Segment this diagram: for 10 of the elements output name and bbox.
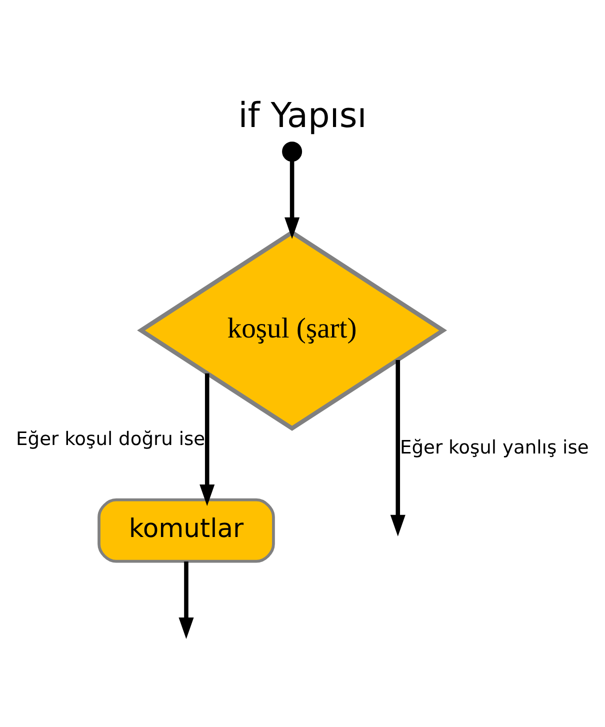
arrow [390, 359, 406, 536]
diagram-title: if Yapısı [238, 95, 367, 136]
edge-label: Eğer koşul doğru ise [16, 428, 206, 450]
node-circle [282, 141, 302, 162]
arrow [284, 160, 300, 238]
edge-label: Eğer koşul yanlış ise [400, 436, 589, 458]
arrow [178, 561, 194, 638]
arrow [200, 372, 215, 506]
node-diamond: koşul (şart) [137, 229, 448, 430]
node-box: komutlar [98, 498, 275, 562]
